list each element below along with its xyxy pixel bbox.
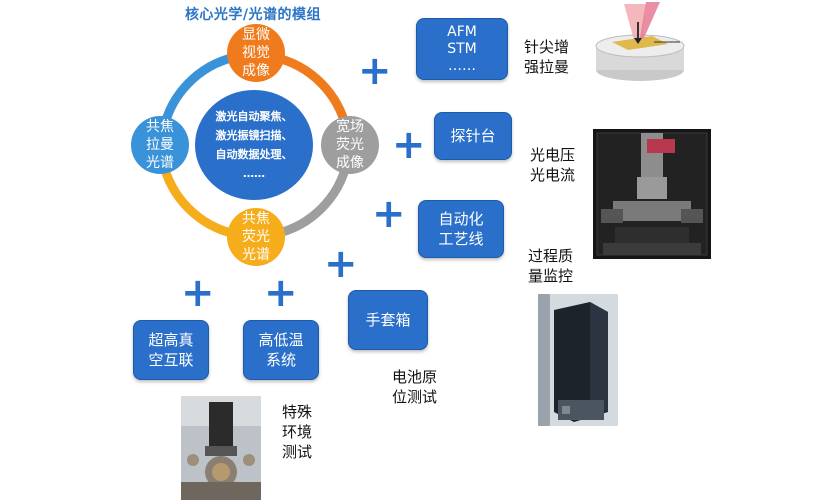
bubble-confocal-fluorescence: 共焦 荧光 光谱 [227,208,285,266]
plus-sign-automation: + [372,191,406,237]
core-module-ring: 显微 视觉 成像 宽场 荧光 成像 共焦 荧光 光谱 共焦 拉曼 光谱 激光自动… [125,22,385,272]
special-environment-photo [181,396,261,500]
label-process-quality-monitor: 过程质 量监控 [528,247,574,285]
box-temperature-system: 高低温 系统 [243,320,319,380]
box-glovebox: 手套箱 [348,290,428,350]
box-afm-stm: AFM STM …… [416,18,508,80]
plus-sign-glovebox: + [324,241,358,287]
box-uhv-interconnect: 超高真 空互联 [133,320,209,380]
bubble-confocal-raman: 共焦 拉曼 光谱 [131,116,189,174]
label-photovoltage-photocurrent: 光电压 光电流 [530,146,576,184]
diagram-title: 核心光学/光谱的模组 [184,7,322,23]
box-probe-station: 探针台 [434,112,512,160]
probe-station-photo [593,129,711,259]
plus-sign-temp: + [264,270,298,316]
ring-arc-bottom-left [158,160,237,239]
box-automation-line: 自动化 工艺线 [418,200,504,258]
label-battery-in-situ-test: 电池原 位测试 [392,368,438,406]
bubble-widefield-fluorescence: 宽场 荧光 成像 [321,116,379,174]
label-tip-enhanced-raman: 针尖增 强拉曼 [524,38,570,76]
plus-sign-probe: + [392,122,426,168]
afm-tip-image [594,2,686,84]
bubble-microscopy-imaging: 显微 视觉 成像 [227,24,285,82]
label-special-environment-test: 特殊 环境 测试 [282,403,313,461]
bubble-center-features: 激光自动聚焦、 激光振镜扫描、 自动数据处理、 …… [195,90,313,200]
plus-sign-uhv: + [181,270,215,316]
plus-sign-afm: + [358,48,392,94]
ring-arc-bottom-right [273,160,352,239]
process-monitor-photo [538,294,618,426]
